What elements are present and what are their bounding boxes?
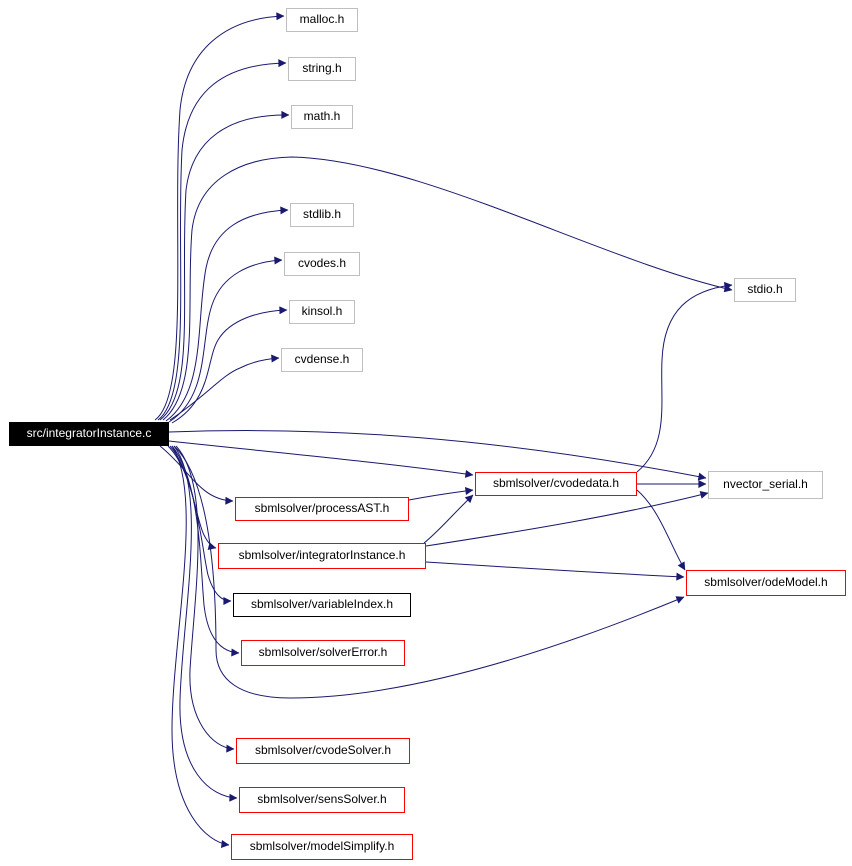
node-odeModel-h[interactable]: sbmlsolver/odeModel.h — [686, 570, 846, 596]
edge-root-to-math — [159, 110, 290, 421]
node-cvodeSolver-h[interactable]: sbmlsolver/cvodeSolver.h — [236, 738, 410, 764]
node-malloc-h: malloc.h — [286, 8, 358, 32]
edge-processAST-to-cvodedata — [408, 487, 474, 501]
edge-integratorH-to-odeModel — [425, 561, 685, 581]
edge-root-to-cvodeSolver — [175, 445, 235, 753]
edge-root-to-cvodes — [168, 256, 283, 423]
node-stdio-h: stdio.h — [734, 278, 796, 302]
edge-integratorH-to-cvodedata — [423, 494, 474, 544]
node-variableIndex-h[interactable]: sbmlsolver/variableIndex.h — [233, 593, 411, 617]
edge-root-to-integratorH — [167, 445, 217, 551]
edge-root-to-stdio — [162, 156, 733, 421]
node-sensSolver-h[interactable]: sbmlsolver/sensSolver.h — [239, 787, 405, 813]
node-nvector-serial-h: nvector_serial.h — [708, 471, 823, 499]
node-cvodes-h: cvodes.h — [284, 252, 360, 276]
edge-root-to-stdlib — [165, 206, 289, 422]
edge-root-to-processAST — [159, 445, 234, 505]
edge-root-to-sensSolver — [173, 445, 238, 802]
edge-root-to-nvector — [168, 430, 707, 481]
edge-root-to-malloc — [154, 12, 285, 421]
edge-root-to-string — [157, 59, 287, 421]
node-cvodedata-h[interactable]: sbmlsolver/cvodedata.h — [475, 472, 637, 496]
edge-cvodedata-to-stdio — [636, 281, 733, 473]
edge-integratorH-to-nvector — [425, 490, 709, 547]
node-integratorInstance-c: src/integratorInstance.c — [9, 422, 169, 446]
node-modelSimplify-h[interactable]: sbmlsolver/modelSimplify.h — [231, 834, 413, 860]
node-kinsol-h: kinsol.h — [289, 300, 355, 324]
node-cvdense-h: cvdense.h — [281, 348, 363, 372]
node-math-h: math.h — [291, 105, 353, 129]
node-string-h: string.h — [288, 57, 356, 81]
node-solverError-h[interactable]: sbmlsolver/solverError.h — [241, 640, 405, 666]
edge-root-to-modelSimplify — [171, 445, 230, 848]
edge-root-to-cvodedata — [168, 440, 474, 478]
node-integratorInstance-h[interactable]: sbmlsolver/integratorInstance.h — [218, 543, 426, 569]
node-stdlib-h: stdlib.h — [290, 203, 354, 227]
edge-root-to-cvdense — [169, 354, 280, 421]
edge-root-to-variableIndex — [169, 445, 232, 605]
node-processAST-h[interactable]: sbmlsolver/processAST.h — [235, 497, 409, 521]
edge-root-to-solverError — [171, 445, 240, 657]
edge-cvodedata-to-odeModel — [636, 489, 686, 571]
edge-root-to-odeModel — [173, 445, 685, 699]
